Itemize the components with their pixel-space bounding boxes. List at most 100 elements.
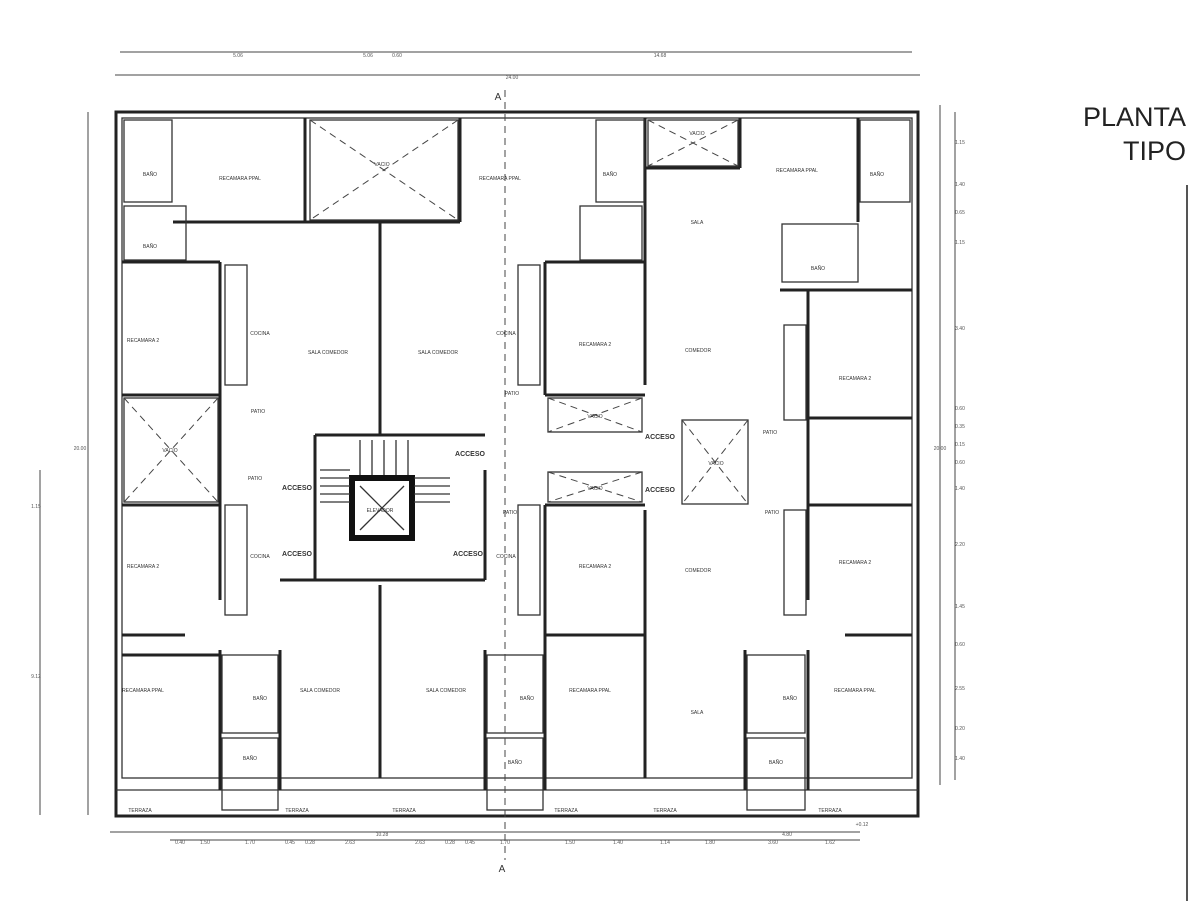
room-label: RECAMARA PPAL: [479, 176, 521, 182]
room-label: PATIO: [248, 476, 262, 482]
access-label: ACCESO: [453, 551, 484, 558]
plan-line: [783, 509, 807, 616]
dimension-label: 2.55: [955, 686, 965, 692]
dimension-label: 10.28: [376, 832, 389, 838]
room-label: COMEDOR: [685, 568, 712, 574]
plan-line: [781, 223, 859, 283]
dimension-label: 0.28: [305, 840, 315, 846]
room-label: BAÑO: [243, 755, 257, 762]
dimension-label: 2.63: [415, 840, 425, 846]
partition-walls: [122, 118, 912, 790]
section-marker-bottom: A: [499, 864, 506, 875]
dimension-label: 2.63: [345, 840, 355, 846]
dimension-label: 1.40: [613, 840, 623, 846]
plan-line: [359, 485, 405, 531]
dimension-label: 9.12: [31, 674, 41, 680]
dimension-label: 0.40: [175, 840, 185, 846]
access-label: ACCESO: [645, 434, 676, 441]
plan-line: [221, 654, 279, 734]
room-label: SALA: [691, 710, 704, 716]
room-label: VACIO: [708, 461, 723, 467]
room-label: TERRAZA: [818, 808, 842, 814]
dimension-label: 1.70: [245, 840, 255, 846]
room-label: ELEVADOR: [367, 508, 394, 514]
plan-line: [547, 397, 643, 433]
plan-line: [486, 737, 544, 811]
dimension-label: 1.40: [955, 182, 965, 188]
room-label: RECAMARA 2: [127, 338, 159, 344]
plan-line: [647, 119, 739, 167]
stairs: [320, 440, 450, 503]
room-labels: RECAMARA PPAL RECAMARA PPAL RECAMARA PPA…: [122, 131, 884, 814]
dimension-label: 0.45: [465, 840, 475, 846]
room-label: TERRAZA: [653, 808, 677, 814]
dimension-label: 2.20: [955, 542, 965, 548]
plan-line: [309, 119, 459, 221]
room-label: RECAMARA 2: [579, 564, 611, 570]
outer-wall: [114, 110, 920, 818]
plan-line: [517, 264, 541, 386]
room-label: BAÑO: [143, 243, 157, 250]
dimension-label: 20.00: [74, 446, 87, 452]
void-shafts: [123, 119, 749, 505]
dimension-label: 1.40: [955, 486, 965, 492]
room-label: RECAMARA PPAL: [569, 688, 611, 694]
room-label: SALA COMEDOR: [300, 688, 340, 694]
dimension-label: 4.80: [782, 832, 792, 838]
dimension-label: 1.50: [565, 840, 575, 846]
access-label: ACCESO: [282, 551, 313, 558]
room-label: PATIO: [251, 409, 265, 415]
dimension-label: 3.60: [768, 840, 778, 846]
dimension-label: 0.60: [955, 460, 965, 466]
room-label: RECAMARA 2: [839, 560, 871, 566]
plan-line: [681, 419, 749, 505]
room-label: BAÑO: [253, 695, 267, 702]
elevator-shaft: [349, 475, 415, 541]
plan-line: [123, 397, 219, 503]
drawing-title: PLANTA TIPO: [1083, 100, 1186, 168]
room-label: BAÑO: [783, 695, 797, 702]
room-label: SALA COMEDOR: [308, 350, 348, 356]
plan-line: [221, 737, 279, 811]
room-label: SALA: [691, 220, 704, 226]
room-label: RECAMARA PPAL: [219, 176, 261, 182]
room-label: TERRAZA: [392, 808, 416, 814]
plan-line: [746, 654, 806, 734]
dimension-label: 1.62: [825, 840, 835, 846]
dimension-labels: 5.06 5.06 0.60 14.68 24.00 20.00 1.15 9.…: [31, 53, 965, 846]
plan-line: [224, 504, 248, 616]
room-label: BAÑO: [811, 265, 825, 272]
dimension-label: 14.68: [654, 53, 667, 59]
room-label: COCINA: [496, 554, 516, 560]
plan-line: [859, 119, 911, 203]
room-label: COMEDOR: [685, 348, 712, 354]
dimension-label: 0.15: [955, 442, 965, 448]
room-label: PATIO: [503, 510, 517, 516]
plan-line: [224, 264, 248, 386]
plan-line: [123, 119, 173, 203]
title-line-1: PLANTA: [1082, 102, 1186, 132]
plan-line: [783, 324, 807, 421]
room-label: BAÑO: [870, 171, 884, 178]
room-label: TERRAZA: [128, 808, 152, 814]
room-label: RECAMARA PPAL: [776, 168, 818, 174]
room-label: SALA COMEDOR: [418, 350, 458, 356]
dimension-label: 1.15: [31, 504, 41, 510]
room-label: BAÑO: [520, 695, 534, 702]
room-label: BAÑO: [769, 759, 783, 766]
dimension-label: 0.60: [955, 642, 965, 648]
dimension-label: 0.60: [955, 406, 965, 412]
plan-line: [547, 471, 643, 503]
room-label: TERRAZA: [285, 808, 309, 814]
room-label: TERRAZA: [554, 808, 578, 814]
kitchen-counters: [224, 264, 807, 616]
room-label: BAÑO: [143, 171, 157, 178]
room-label: VACIO: [162, 448, 177, 454]
room-label: RECAMARA PPAL: [122, 688, 164, 694]
plan-line: [309, 119, 459, 221]
dimension-label: 0.60: [392, 53, 402, 59]
dimension-label: 1.15: [955, 240, 965, 246]
dimension-label: 24.00: [506, 75, 519, 81]
room-label: RECAMARA 2: [839, 376, 871, 382]
room-label: BAÑO: [508, 759, 522, 766]
